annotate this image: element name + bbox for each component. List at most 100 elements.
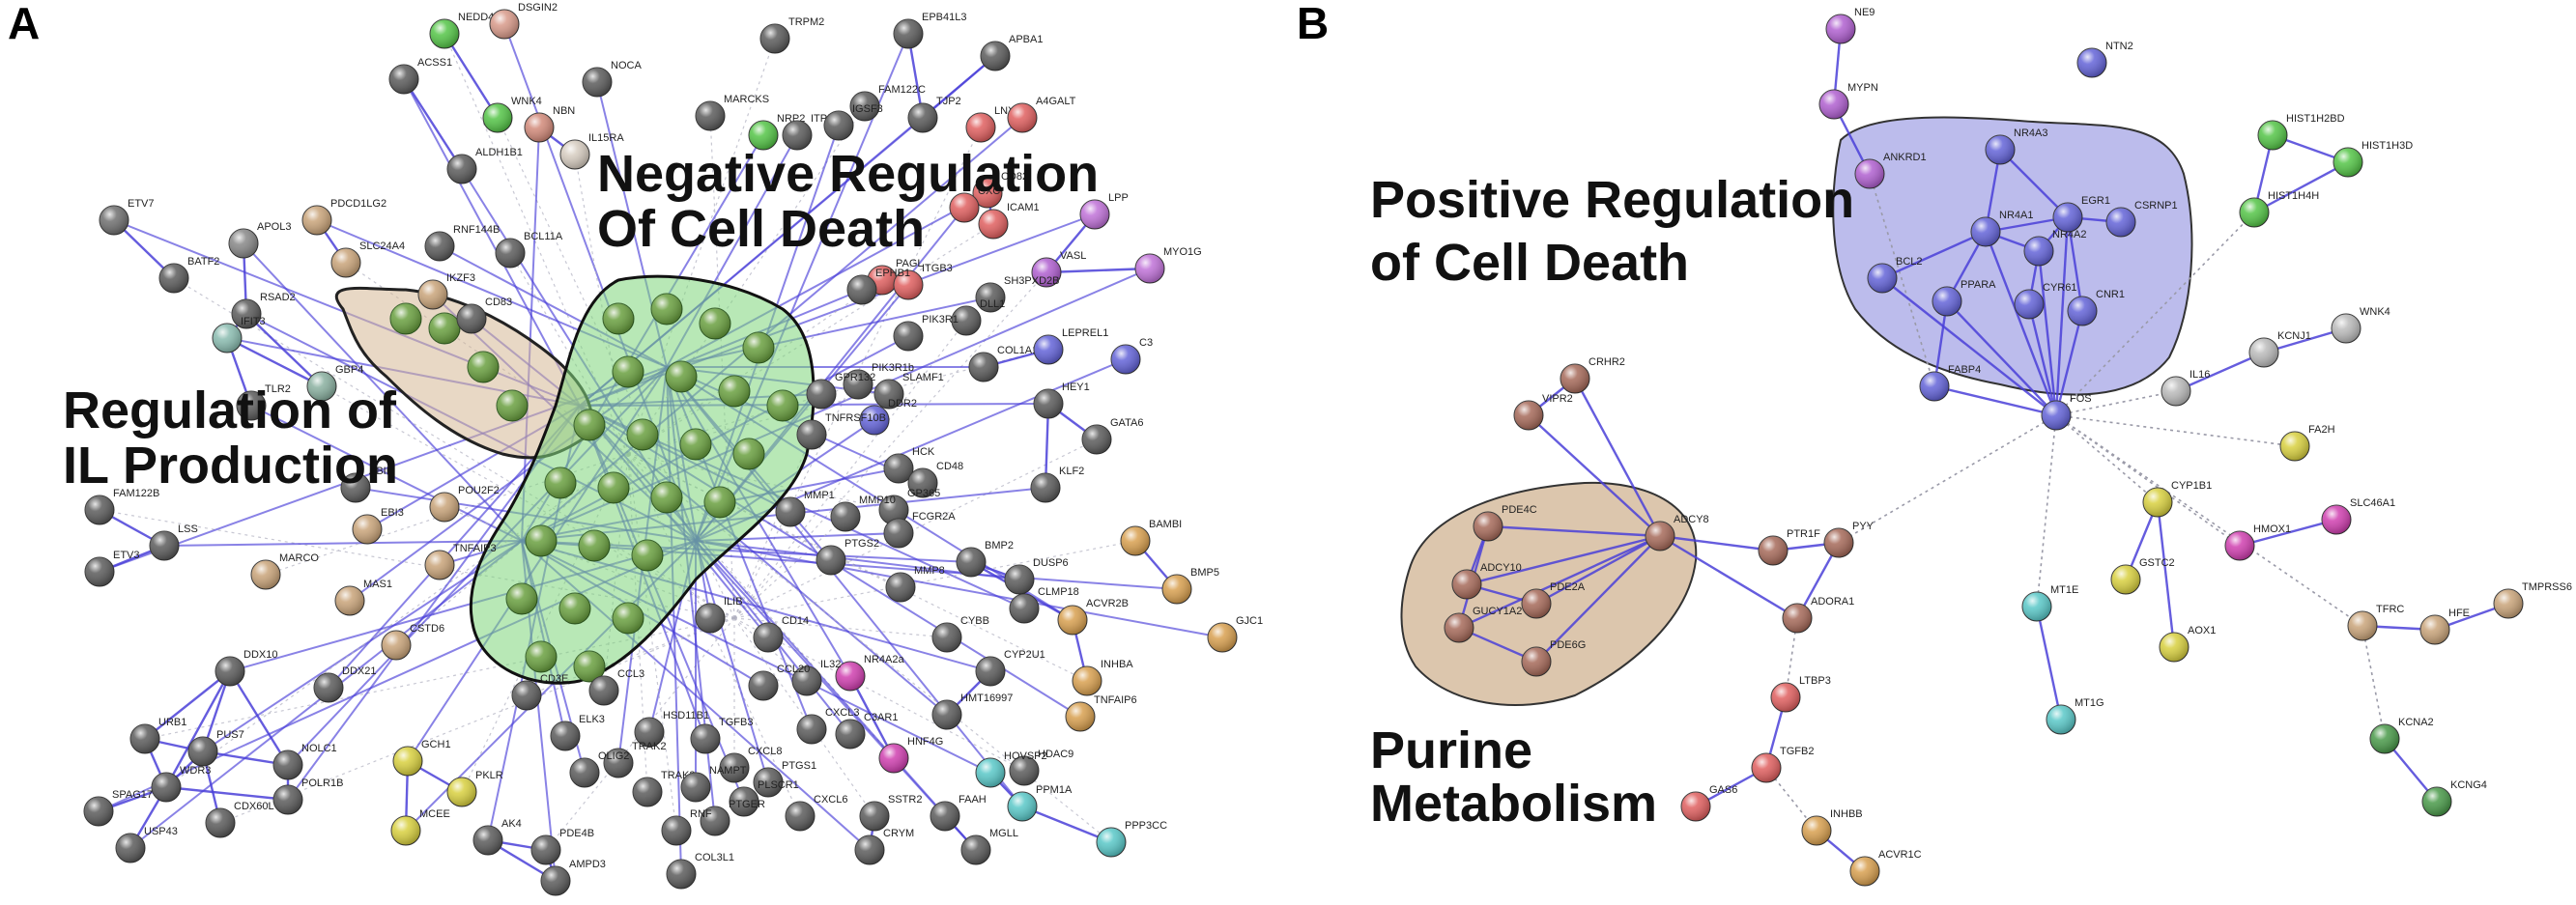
a-node[interactable]: AMPD3 [540,859,606,896]
b-node[interactable]: MYPN [1818,82,1878,120]
a-node[interactable]: TNFAIP3 [424,543,497,580]
a-node[interactable]: AK4 [472,818,522,856]
a-node[interactable]: IGSF3 [823,103,883,141]
a-node[interactable]: PTGS2 [816,538,879,576]
a-node[interactable]: MCEE [390,808,450,846]
b-node[interactable]: IL16 [2161,369,2210,407]
a-node[interactable]: PDE4B [530,828,594,865]
a-node[interactable]: TRPM2 [759,16,824,54]
b-node[interactable]: MT1E [2021,584,2078,622]
a-node[interactable]: LSS [149,523,198,561]
a-node[interactable]: URB1 [129,717,186,754]
a-node[interactable]: IL32 [791,659,841,696]
a-node[interactable]: BMP5 [1161,567,1219,605]
a-node[interactable]: ACSS1 [388,57,452,95]
b-node[interactable]: NR4A3 [1985,127,2047,165]
a-node[interactable]: TNFRSF10B [796,412,886,450]
a-node[interactable]: PIK3R1b [843,362,914,400]
a-node[interactable]: BCL11A [495,231,563,269]
a-node[interactable]: TJP2 [907,96,961,133]
a-node[interactable]: CSTD6 [381,623,444,661]
a-node[interactable]: HSD11B1 [634,710,709,748]
a-node[interactable]: CXCL8 [719,746,782,783]
b-node[interactable]: KCNG4 [2421,779,2487,817]
a-node[interactable]: WDR3 [151,765,211,803]
a-node[interactable]: NR4A2a [835,654,904,692]
b-node[interactable]: PTR1F [1758,528,1820,566]
a-node[interactable]: BAMBI [1120,519,1182,556]
a-node[interactable]: DDX10 [215,649,277,687]
a-node[interactable]: HEY1 [1033,382,1090,419]
a-node[interactable]: INHBA [1072,659,1133,696]
a-node[interactable]: IKZF3 [417,272,475,310]
a-node[interactable]: FAAH [930,794,987,832]
a-node[interactable]: CD14 [753,615,809,653]
b-node[interactable]: ANKRD1 [1854,152,1927,189]
b-node[interactable]: HFE [2419,608,2470,645]
b-node[interactable]: TFRC [2347,604,2404,641]
b-node[interactable]: GSTC2 [2110,557,2175,595]
a-node[interactable]: PDCD1LG2 [301,198,386,236]
a-node[interactable]: CDX60L [205,801,274,838]
a-node[interactable]: CCL3 [588,668,644,706]
a-node[interactable]: ILIB [695,596,743,634]
a-node[interactable]: MGLL [960,828,1018,865]
b-node[interactable]: ADCY8 [1645,514,1709,551]
b-node[interactable]: GUCY1A2 [1444,606,1522,643]
b-node[interactable]: KCNJ1 [2248,330,2311,368]
a-node[interactable]: POLR1B [272,778,343,815]
a-node[interactable]: GBP4 [306,364,363,402]
a-node[interactable]: PLSCR1 [729,779,799,817]
b-node[interactable]: AOX1 [2159,625,2216,663]
a-node[interactable]: LPP [1079,192,1129,230]
b-node[interactable]: NTN2 [2076,41,2133,78]
a-node[interactable]: APBA1 [980,34,1043,71]
a-node[interactable]: CXCL6 [785,794,847,832]
b-node[interactable]: EGR1 [2052,195,2110,233]
b-node[interactable]: ADCY10 [1451,562,1522,600]
b-node[interactable]: TGFB2 [1751,746,1814,783]
a-node[interactable]: PPM1A [1007,784,1073,822]
a-node[interactable]: NRP2 [748,113,805,151]
b-node[interactable]: CYR61 [2014,282,2076,320]
a-node[interactable]: PIK3R1 [893,314,959,352]
a-node[interactable]: CYP2U1 [975,649,1045,687]
a-node[interactable]: CCL20 [748,664,810,701]
b-node[interactable]: HIST1H3D [2333,140,2413,178]
a-node[interactable]: GATA6 [1081,417,1143,455]
b-node[interactable]: CSRNP1 [2105,200,2178,238]
a-node[interactable]: COL3L1 [666,852,734,890]
a-node[interactable]: PUS7 [187,729,244,767]
a-node[interactable]: TLR2 [236,383,291,421]
a-node[interactable]: CRYM [854,828,914,865]
a-node[interactable]: DLL1 [951,298,1005,336]
b-node[interactable]: WNK4 [2331,306,2390,344]
a-node[interactable]: BATF2 [158,256,219,294]
a-node[interactable]: BMP2 [956,540,1014,578]
a-node[interactable]: CXCL3 [796,707,859,745]
a-node[interactable]: HDAC9 [1009,749,1073,786]
a-node[interactable]: MYO1G [1134,246,1202,284]
a-node[interactable]: APOL3 [228,221,291,259]
b-node[interactable]: PYY [1823,521,1875,558]
b-node[interactable]: NE9 [1825,7,1875,44]
a-node[interactable]: MARCKS [695,94,769,131]
a-node[interactable]: ETV3 [84,550,140,587]
a-node[interactable]: OLIG2 [569,750,629,788]
b-node[interactable]: LTBP3 [1770,675,1831,713]
a-node[interactable]: EPB41L3 [893,12,966,49]
b-node[interactable]: FABP4 [1919,364,1981,402]
a-node[interactable]: ABIB [340,466,393,503]
b-node[interactable]: CRHR2 [1560,356,1625,394]
b-node[interactable]: INHBB [1801,808,1863,846]
b-node[interactable]: SLC46A1 [2321,497,2395,535]
a-node[interactable]: NOLC1 [272,743,337,780]
a-node[interactable]: RNF [661,808,712,846]
a-node[interactable]: ICAM1 [978,202,1040,240]
a-node[interactable]: CD3E [511,673,568,711]
b-node[interactable]: HIST1H2BD [2257,113,2345,151]
b-node[interactable]: ACVR1C [1849,849,1922,887]
b-node[interactable]: PDE2A [1521,581,1586,619]
a-node[interactable]: MMP8 [885,565,945,603]
a-node[interactable]: MMP1 [775,490,835,527]
